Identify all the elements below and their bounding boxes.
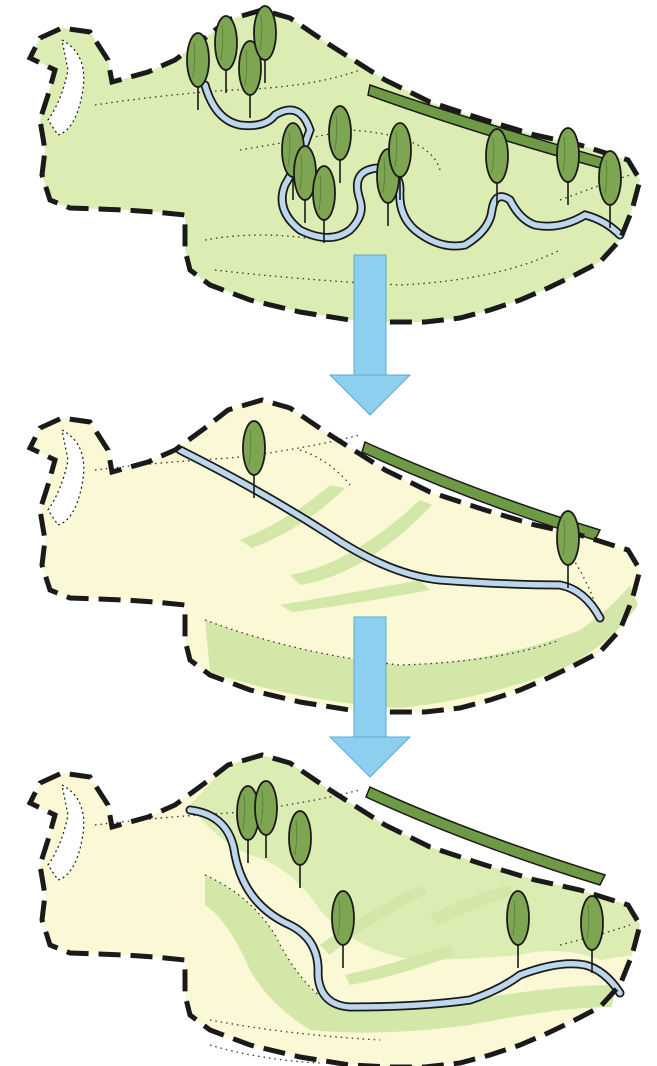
stage-2	[30, 400, 640, 712]
stage-3	[30, 755, 640, 1066]
stage-1-land	[30, 10, 640, 322]
stage-1	[30, 6, 640, 322]
